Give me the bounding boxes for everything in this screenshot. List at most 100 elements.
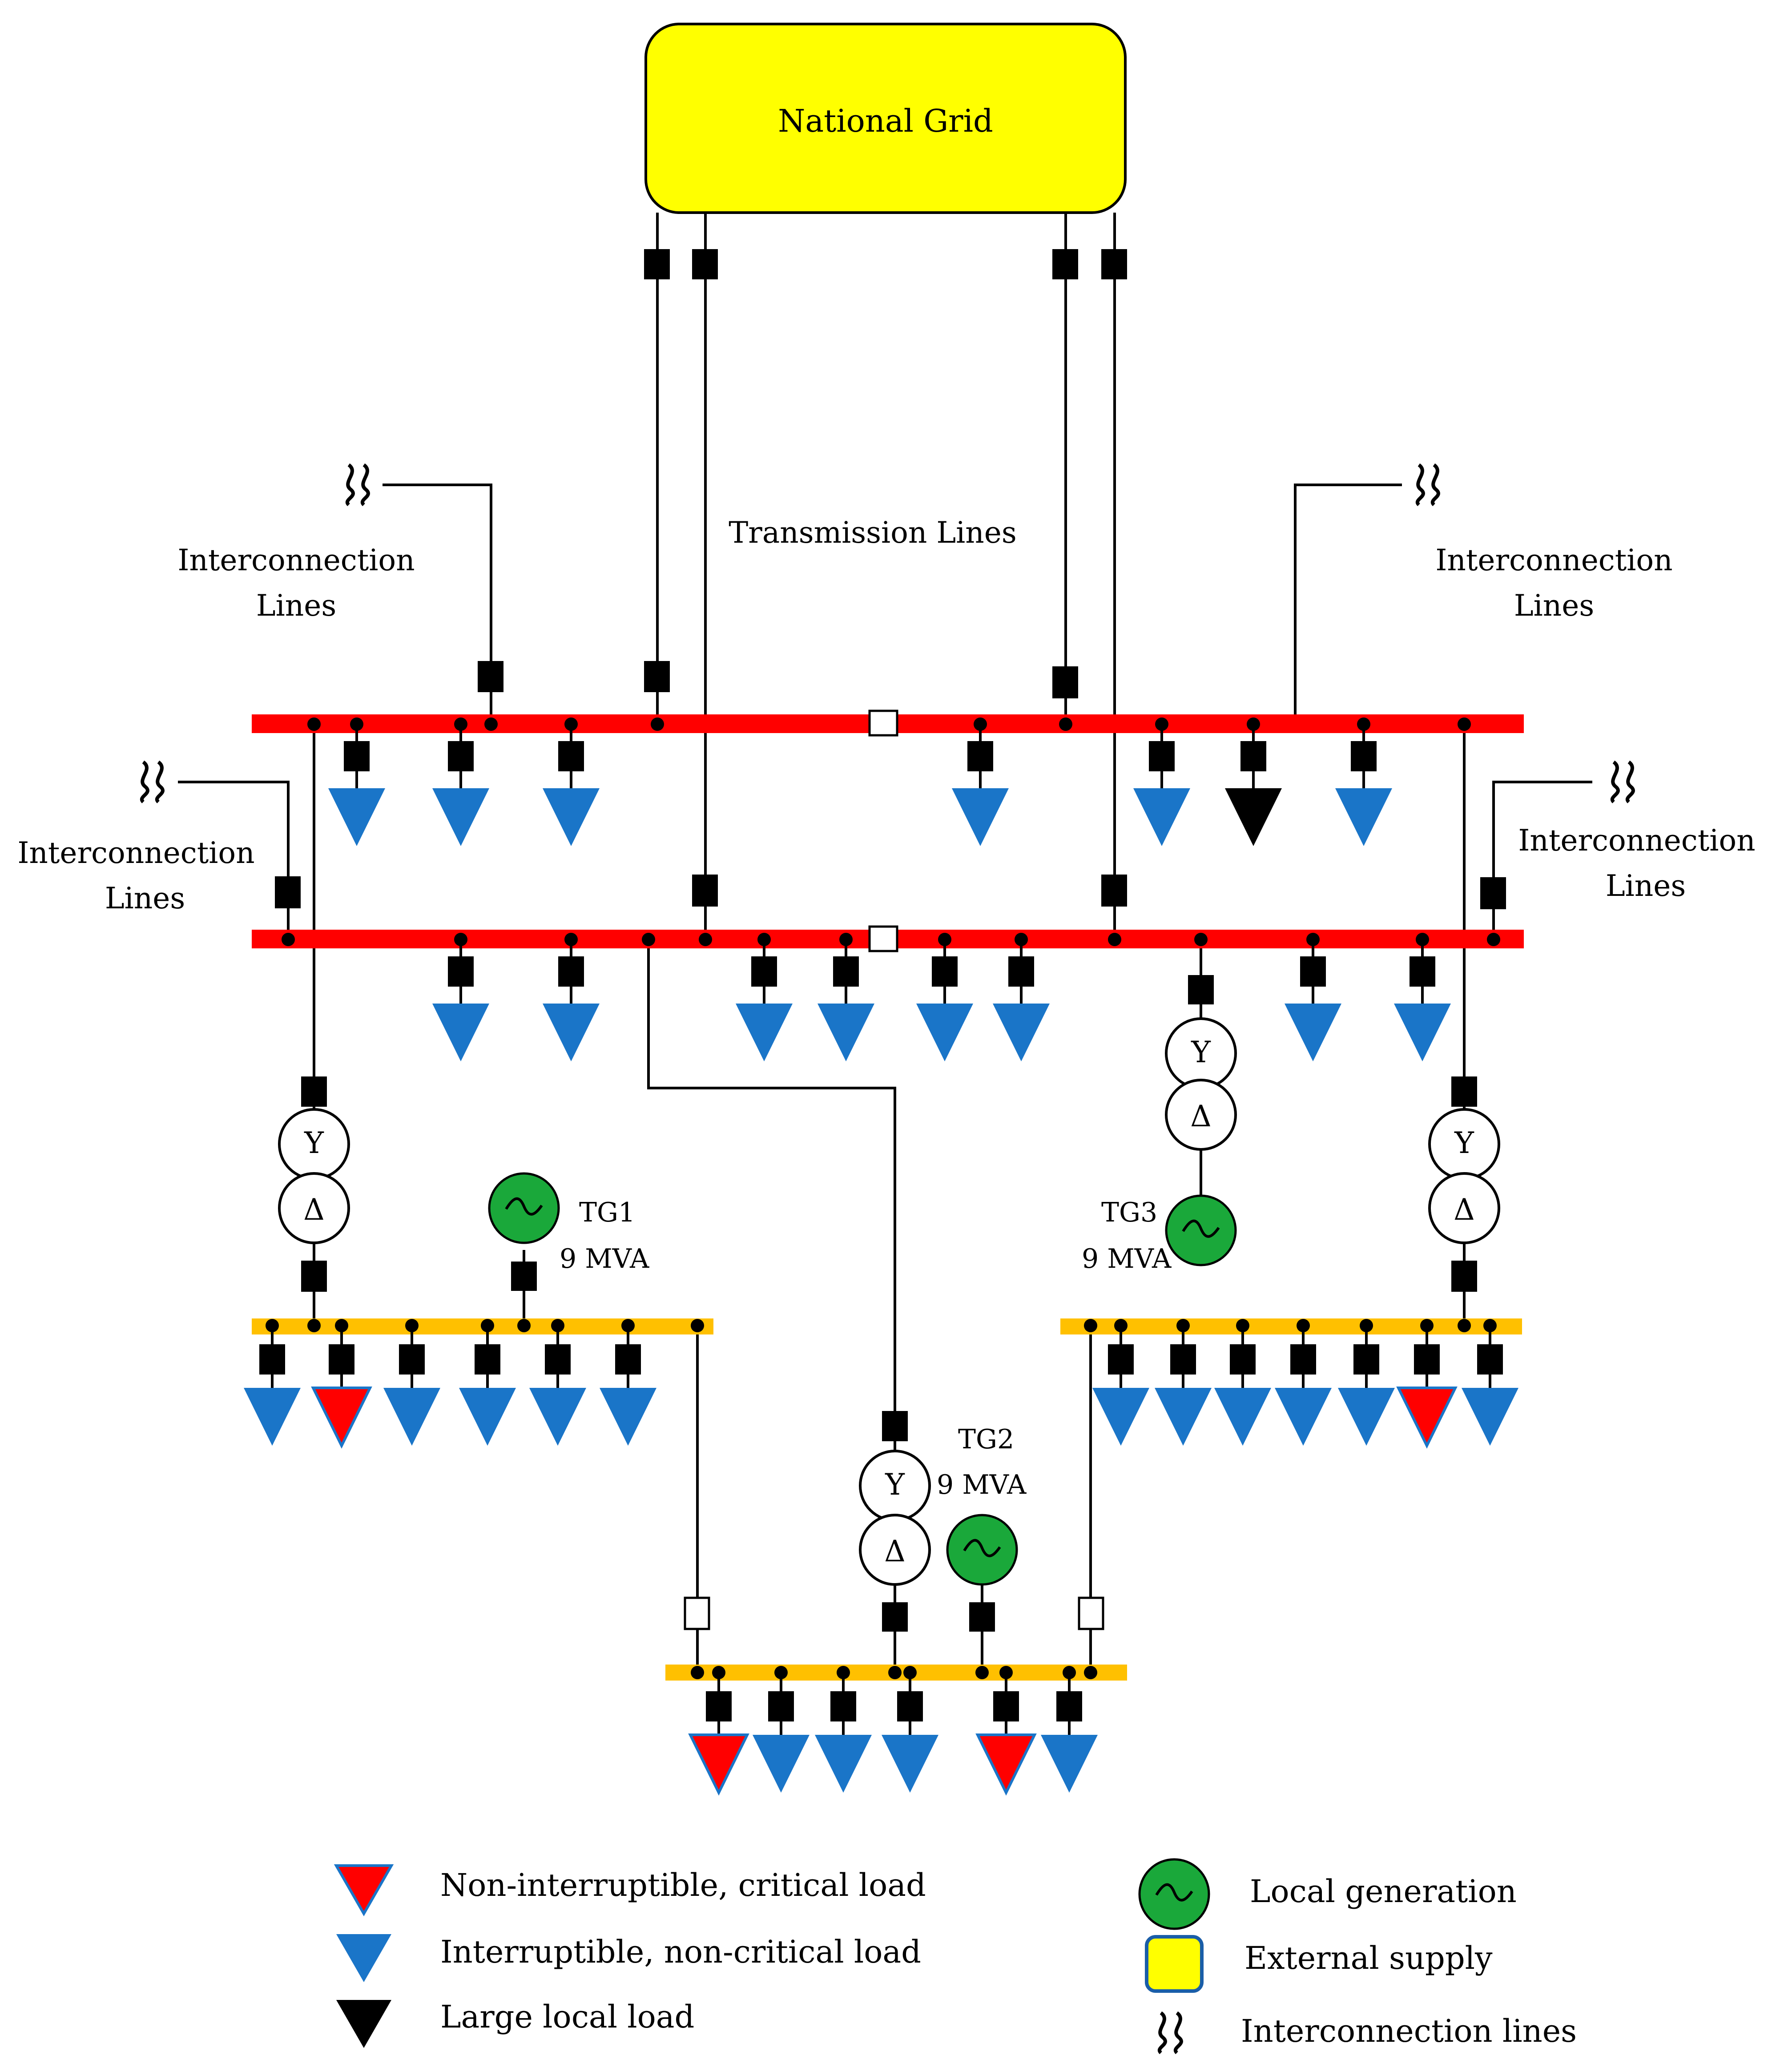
breaker	[448, 741, 474, 771]
breaker	[751, 956, 777, 987]
junction-dot	[1176, 1319, 1190, 1332]
bus-tie-breaker-open	[868, 709, 898, 737]
junction-dot	[454, 933, 467, 946]
junction-dot	[1420, 1319, 1434, 1332]
transformer-left: Y Δ	[278, 1076, 350, 1292]
critical-load-icon	[334, 1864, 394, 1917]
interconnection-squiggle-icon	[1610, 760, 1635, 803]
breaker	[1056, 1691, 1082, 1721]
noncritical-load-triangle	[1214, 1388, 1271, 1446]
noncritical-load-triangle	[529, 1388, 586, 1446]
noncritical-load-triangle	[459, 1388, 516, 1446]
junction-dot	[405, 1319, 419, 1332]
breaker	[1101, 875, 1127, 907]
legend-large-load: Large local load	[440, 1999, 694, 2035]
breaker	[1240, 741, 1266, 771]
noncritical-load-triangle	[1275, 1388, 1332, 1446]
breaker	[1008, 956, 1034, 987]
junction-dot	[1306, 933, 1320, 946]
large-load-triangle	[1225, 788, 1282, 846]
breaker	[1353, 1344, 1379, 1375]
junction-dot	[564, 718, 578, 731]
distribution-bus-right	[1060, 1318, 1522, 1334]
breaker	[1480, 877, 1506, 909]
noncritical-load-triangle	[1462, 1388, 1518, 1446]
breaker	[615, 1344, 641, 1375]
interconnection-squiggle-icon	[140, 760, 165, 803]
critical-load-triangle	[1396, 1387, 1458, 1449]
breaker	[644, 249, 670, 279]
junction-dot	[454, 718, 467, 731]
legend-local-generation: Local generation	[1250, 1873, 1517, 1910]
breaker	[1101, 249, 1127, 279]
breaker	[1410, 956, 1435, 987]
breaker	[511, 1262, 537, 1291]
junction-dot	[266, 1319, 279, 1332]
junction-dot	[774, 1666, 788, 1679]
critical-load-triangle	[311, 1387, 372, 1449]
breaker	[993, 1691, 1019, 1721]
breaker	[399, 1344, 425, 1375]
critical-load-triangle	[975, 1733, 1037, 1796]
breaker	[1108, 1344, 1134, 1375]
delta-symbol: Δ	[1190, 1099, 1212, 1133]
legend-interconnection: Interconnection lines	[1241, 2013, 1577, 2049]
legend: Non-interruptible, critical load Interru…	[334, 1858, 1577, 2054]
breaker	[301, 1076, 327, 1107]
junction-dot	[837, 1666, 850, 1679]
external-supply-icon	[1145, 1935, 1204, 1993]
interconnection-label-top-right-1: Interconnection	[1435, 543, 1672, 577]
wye-symbol: Y	[304, 1126, 324, 1160]
transformer-right: Y Δ	[1428, 1076, 1500, 1292]
breaker	[692, 249, 718, 279]
delta-symbol: Δ	[884, 1534, 906, 1568]
noncritical-load-triangle	[993, 1004, 1050, 1061]
noncritical-load-triangle	[543, 1004, 600, 1061]
junction-dot	[1236, 1319, 1249, 1332]
breaker	[706, 1691, 732, 1721]
noncritical-load-triangle	[916, 1004, 973, 1061]
breaker	[882, 1411, 908, 1441]
tg2-name: TG2	[958, 1424, 1014, 1455]
noncritical-load-triangle	[1041, 1735, 1098, 1793]
interconnection-legend-icon	[1157, 2011, 1183, 2054]
breaker	[897, 1691, 923, 1721]
junction-dot	[551, 1319, 564, 1332]
national-grid-box	[644, 23, 1127, 214]
junction-dot	[974, 718, 987, 731]
breaker	[1451, 1076, 1477, 1107]
tg3-rating: 9 MVA	[1082, 1243, 1172, 1274]
legend-noncritical-load: Interruptible, non-critical load	[440, 1934, 921, 1970]
transformer-tg3: Y Δ	[1165, 975, 1237, 1151]
breaker	[558, 956, 584, 987]
breaker	[545, 1344, 571, 1375]
breaker	[830, 1691, 856, 1721]
breaker	[1290, 1344, 1316, 1375]
wye-symbol: Y	[1191, 1035, 1211, 1069]
junction-dot	[1015, 933, 1028, 946]
noncritical-load-triangle	[383, 1388, 440, 1446]
breaker	[1477, 1344, 1503, 1375]
junction-dot	[839, 933, 853, 946]
junction-dot	[1483, 1319, 1497, 1332]
junction-dot	[621, 1319, 635, 1332]
delta-symbol: Δ	[303, 1193, 325, 1227]
breaker	[478, 661, 503, 692]
noncritical-load-triangle	[432, 788, 489, 846]
breaker	[275, 876, 301, 908]
junction-dot	[1114, 1319, 1128, 1332]
junction-dot	[1360, 1319, 1373, 1332]
noncritical-load-triangle	[1338, 1388, 1395, 1446]
national-grid-label: National Grid	[778, 103, 993, 139]
junction-dot	[1416, 933, 1429, 946]
junction-dot	[1297, 1319, 1310, 1332]
critical-load-triangle	[688, 1733, 749, 1796]
breaker	[1300, 956, 1326, 987]
large-load-icon	[336, 2000, 391, 2048]
noncritical-load-triangle	[815, 1735, 872, 1793]
noncritical-load-triangle	[1092, 1388, 1149, 1446]
breaker	[1230, 1344, 1256, 1375]
breaker	[301, 1261, 327, 1292]
breaker	[1188, 975, 1214, 1004]
